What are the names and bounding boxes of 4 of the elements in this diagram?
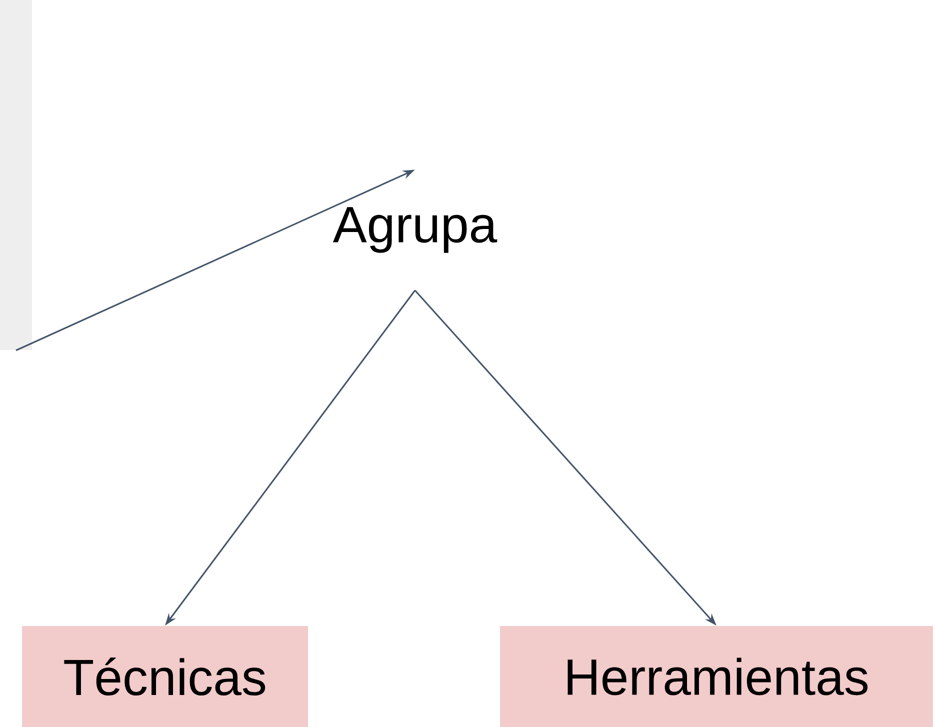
category-box: Herramientas <box>500 626 933 727</box>
side-panel <box>0 0 32 350</box>
category-box: Técnicas <box>22 626 308 727</box>
bare-text: Agrupa <box>332 207 498 253</box>
